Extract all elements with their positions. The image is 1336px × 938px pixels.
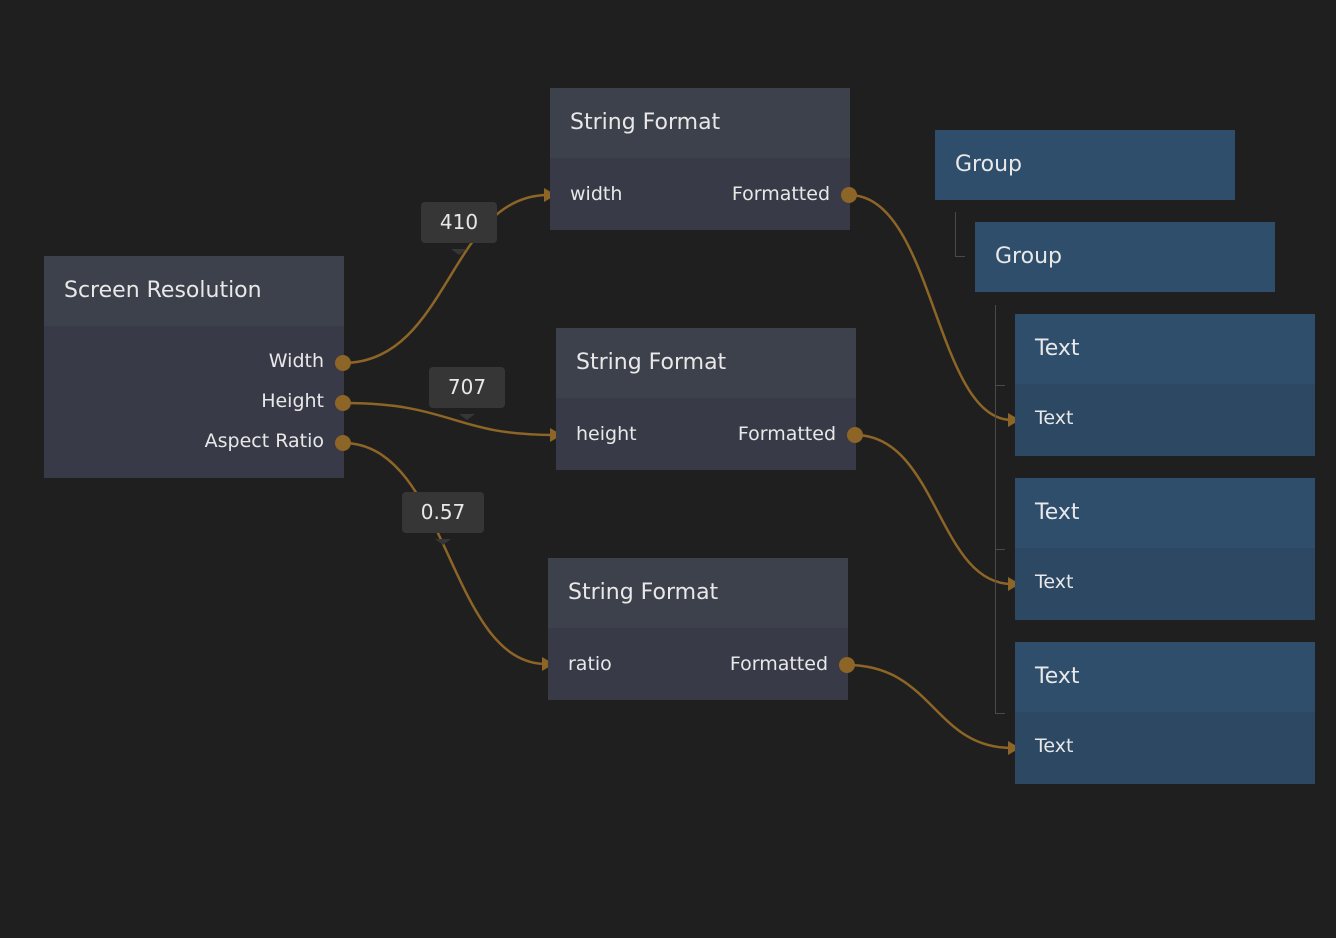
port-aspect-ratio[interactable]: Aspect Ratio xyxy=(204,430,324,452)
node-title: Text xyxy=(1015,314,1315,384)
node-text-2[interactable]: Text Text xyxy=(1015,478,1315,620)
tree-line xyxy=(995,385,1005,386)
port-dot-icon[interactable] xyxy=(839,657,855,673)
node-string-format-height[interactable]: String Format height Formatted xyxy=(556,328,856,470)
port-width[interactable]: Width xyxy=(268,350,324,372)
port-text[interactable]: Text xyxy=(1035,735,1074,757)
node-title: String Format xyxy=(550,88,850,158)
port-text[interactable]: Text xyxy=(1035,571,1074,593)
port-input[interactable]: ratio xyxy=(568,653,612,675)
node-title: Screen Resolution xyxy=(44,256,344,326)
node-title: Group xyxy=(975,222,1275,292)
node-title: String Format xyxy=(548,558,848,628)
tree-line xyxy=(955,256,965,257)
port-formatted[interactable]: Formatted xyxy=(731,183,830,205)
connection-wire[interactable] xyxy=(848,193,1013,422)
tree-line xyxy=(995,305,996,714)
connection-wire[interactable] xyxy=(342,401,555,437)
connection-wire[interactable] xyxy=(342,441,547,666)
port-formatted[interactable]: Formatted xyxy=(729,653,828,675)
wire-value-tooltip-width: 410 xyxy=(421,202,497,255)
node-title: Text xyxy=(1015,642,1315,712)
connection-wire[interactable] xyxy=(854,433,1013,586)
port-dot-icon[interactable] xyxy=(841,187,857,203)
arrow-icon xyxy=(1008,741,1020,755)
port-text[interactable]: Text xyxy=(1035,407,1074,429)
node-title: Group xyxy=(935,130,1235,200)
port-dot-icon[interactable] xyxy=(847,427,863,443)
node-text-1[interactable]: Text Text xyxy=(1015,314,1315,456)
node-string-format-ratio[interactable]: String Format ratio Formatted xyxy=(548,558,848,700)
port-dot-icon[interactable] xyxy=(335,355,351,371)
node-text-3[interactable]: Text Text xyxy=(1015,642,1315,784)
tree-line xyxy=(995,713,1005,714)
wire-value-tooltip-height: 707 xyxy=(429,367,505,420)
port-input[interactable]: height xyxy=(576,423,637,445)
connection-wire[interactable] xyxy=(342,193,549,365)
node-group[interactable]: Group xyxy=(935,130,1235,200)
arrow-icon xyxy=(1008,413,1020,427)
port-dot-icon[interactable] xyxy=(335,435,351,451)
wire-value-tooltip-ratio: 0.57 xyxy=(402,492,484,545)
node-title: String Format xyxy=(556,328,856,398)
arrow-icon xyxy=(1008,577,1020,591)
node-group-child[interactable]: Group xyxy=(975,222,1275,292)
port-height[interactable]: Height xyxy=(261,390,324,412)
node-title: Text xyxy=(1015,478,1315,548)
tree-line xyxy=(995,549,1005,550)
port-dot-icon[interactable] xyxy=(335,395,351,411)
node-string-format-width[interactable]: String Format width Formatted xyxy=(550,88,850,230)
connection-wire[interactable] xyxy=(846,663,1013,750)
port-input[interactable]: width xyxy=(570,183,623,205)
tree-line xyxy=(955,212,956,257)
node-screen-resolution[interactable]: Screen Resolution Width Height Aspect Ra… xyxy=(44,256,344,478)
port-formatted[interactable]: Formatted xyxy=(737,423,836,445)
